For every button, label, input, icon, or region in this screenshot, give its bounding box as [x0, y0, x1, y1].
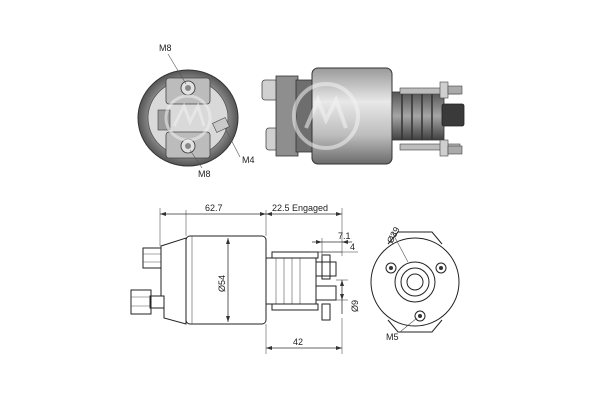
dim-diameter-9: Ø9 [350, 300, 360, 312]
watermark-logo [164, 94, 212, 142]
mount-hole-right [435, 262, 447, 274]
label-m5: M5 [386, 332, 399, 342]
label-m4: M4 [242, 155, 255, 165]
dim-length-62-7: 62.7 [205, 203, 223, 213]
mount-hole-left [385, 262, 397, 274]
plunger-section [391, 91, 445, 141]
dim-4: 4 [350, 242, 355, 252]
dim-7-1: 7.1 [338, 231, 351, 241]
dim-diameter-54: Ø54 [217, 275, 227, 292]
dim-diameter-39: Ø39 [385, 225, 402, 245]
dim-engaged-22-5: 22.5 Engaged [272, 203, 328, 213]
terminal-bottom [130, 289, 152, 315]
terminal-top [142, 247, 162, 269]
mount-hole-bottom [414, 310, 426, 322]
end-view-photo: M8 M8 M4 [137, 43, 255, 179]
label-m8-bottom: M8 [198, 169, 211, 179]
dim-length-42: 42 [293, 337, 303, 347]
watermark-logo-2 [292, 82, 360, 150]
side-technical-drawing: 62.7 22.5 Engaged 7.1 4 Ø54 Ø9 [130, 203, 360, 354]
end-outer-circle [370, 237, 460, 327]
label-m8-top: M8 [159, 43, 172, 53]
end-technical-drawing: Ø39 M5 [370, 225, 460, 342]
m4-terminal [212, 117, 230, 133]
side-view-photo [261, 67, 465, 165]
